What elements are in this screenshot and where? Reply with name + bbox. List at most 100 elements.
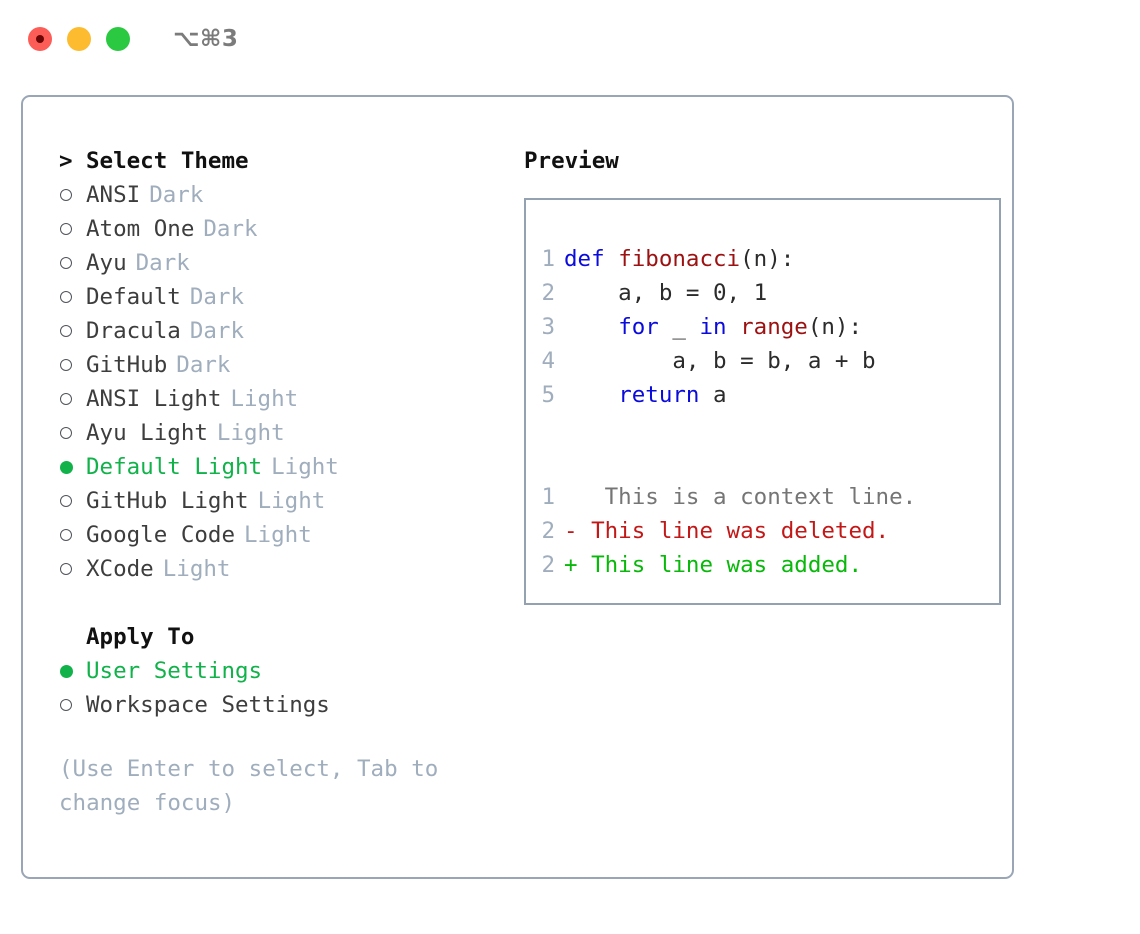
code-token: range — [740, 314, 808, 340]
code-token — [564, 382, 618, 408]
diff-sample: 1 This is a context line.2- This line wa… — [526, 480, 999, 582]
code-line-text: a, b = 0, 1 — [564, 276, 767, 310]
radio-unselected-icon — [59, 291, 86, 303]
window-title: ⌥⌘3 — [173, 26, 239, 52]
diff-line-text: This line was deleted. — [577, 518, 890, 544]
diff-line-number: 1 — [541, 484, 555, 510]
theme-item-label: GitHub Light — [86, 488, 249, 514]
radio-unselected-ring-icon — [60, 529, 72, 541]
code-line-number: 3 — [541, 314, 555, 340]
keyboard-hint: (Use Enter to select, Tab to change focu… — [59, 756, 452, 816]
radio-selected-dot-icon — [60, 664, 73, 678]
theme-list-item[interactable]: Ayu Light Light — [59, 416, 509, 450]
code-diff-gap-2 — [526, 446, 999, 480]
radio-selected-dot-icon — [60, 460, 73, 474]
radio-unselected-icon — [59, 495, 86, 507]
code-diff-gap — [526, 412, 999, 446]
code-token: def — [564, 246, 619, 272]
radio-unselected-ring-icon — [60, 563, 72, 575]
theme-item-label: Dracula — [86, 318, 181, 344]
radio-selected-icon — [59, 664, 86, 678]
close-button-icon[interactable] — [28, 27, 52, 51]
radio-unselected-icon — [59, 563, 86, 575]
diff-sign: - — [564, 518, 578, 544]
radio-unselected-icon — [59, 257, 86, 269]
diff-line-text: This is a context line. — [577, 484, 917, 510]
code-line-number: 2 — [541, 280, 555, 306]
theme-item-label: Ayu — [86, 250, 127, 276]
radio-unselected-ring-icon — [60, 495, 72, 507]
theme-item-label: Atom One — [86, 216, 195, 242]
diff-line: 1 This is a context line. — [526, 480, 999, 514]
apply-to-header-label: Apply To — [86, 624, 195, 650]
radio-unselected-ring-icon — [60, 325, 72, 337]
radio-unselected-ring-icon — [60, 427, 72, 439]
code-line-text: a, b = b, a + b — [564, 344, 875, 378]
zoom-button-icon[interactable] — [106, 27, 130, 51]
apply-to-item-label: User Settings — [86, 658, 263, 684]
diff-sign — [564, 480, 578, 514]
theme-list-item[interactable]: Dracula Dark — [59, 314, 509, 348]
radio-unselected-icon — [59, 325, 86, 337]
theme-list-item[interactable]: Google Code Light — [59, 518, 509, 552]
code-line-text: return a — [564, 378, 727, 412]
theme-item-label: ANSI — [86, 182, 141, 208]
code-token: a — [699, 382, 727, 408]
radio-unselected-ring-icon — [60, 291, 72, 303]
diff-line-text: This line was added. — [577, 552, 863, 578]
radio-unselected-ring-icon — [60, 189, 72, 201]
code-token: return — [618, 382, 700, 408]
theme-item-variant-badge: Dark — [203, 216, 258, 242]
minimize-button-icon[interactable] — [67, 27, 91, 51]
code-line-text: def fibonacci(n): — [564, 242, 794, 276]
preview-title: Preview — [524, 148, 619, 174]
theme-list-item[interactable]: Atom One Dark — [59, 212, 509, 246]
theme-item-variant-badge: Light — [216, 420, 285, 446]
diff-line: 2- This line was deleted. — [526, 514, 999, 548]
theme-item-label: Ayu Light — [86, 420, 208, 446]
radio-unselected-icon — [59, 359, 86, 371]
theme-list-item[interactable]: ANSI Dark — [59, 178, 509, 212]
diff-line: 2+ This line was added. — [526, 548, 999, 582]
radio-unselected-icon — [59, 427, 86, 439]
radio-unselected-icon — [59, 699, 86, 711]
code-line: 2 a, b = 0, 1 — [526, 276, 999, 310]
code-token: fibonacci — [618, 246, 741, 272]
radio-unselected-ring-icon — [60, 257, 72, 269]
apply-to-list-item[interactable]: User Settings — [59, 654, 509, 688]
diff-line-number: 2 — [541, 518, 555, 544]
apply-to-list-item[interactable]: Workspace Settings — [59, 688, 509, 722]
radio-unselected-ring-icon — [60, 359, 72, 371]
theme-item-variant-badge: Dark — [176, 352, 231, 378]
theme-item-label: Default — [86, 284, 181, 310]
theme-list-item[interactable]: Default Dark — [59, 280, 509, 314]
code-token: (n): — [740, 246, 795, 272]
code-line-text: for _ in range(n): — [564, 310, 862, 344]
theme-item-variant-badge: Light — [244, 522, 312, 548]
code-line: 4 a, b = b, a + b — [526, 344, 999, 378]
theme-item-label: Google Code — [86, 522, 236, 548]
theme-item-variant-badge: Dark — [189, 284, 245, 310]
theme-item-variant-badge: Light — [230, 386, 299, 412]
radio-selected-icon — [59, 460, 86, 474]
theme-item-variant-badge: Dark — [189, 318, 245, 344]
window-titlebar: ⌥⌘3 — [0, 0, 1140, 78]
apply-to-item-label: Workspace Settings — [86, 692, 330, 718]
theme-item-variant-badge: Dark — [149, 182, 204, 208]
apply-to-header: Apply To — [59, 620, 509, 654]
radio-unselected-icon — [59, 529, 86, 541]
code-token: _ — [658, 314, 700, 340]
